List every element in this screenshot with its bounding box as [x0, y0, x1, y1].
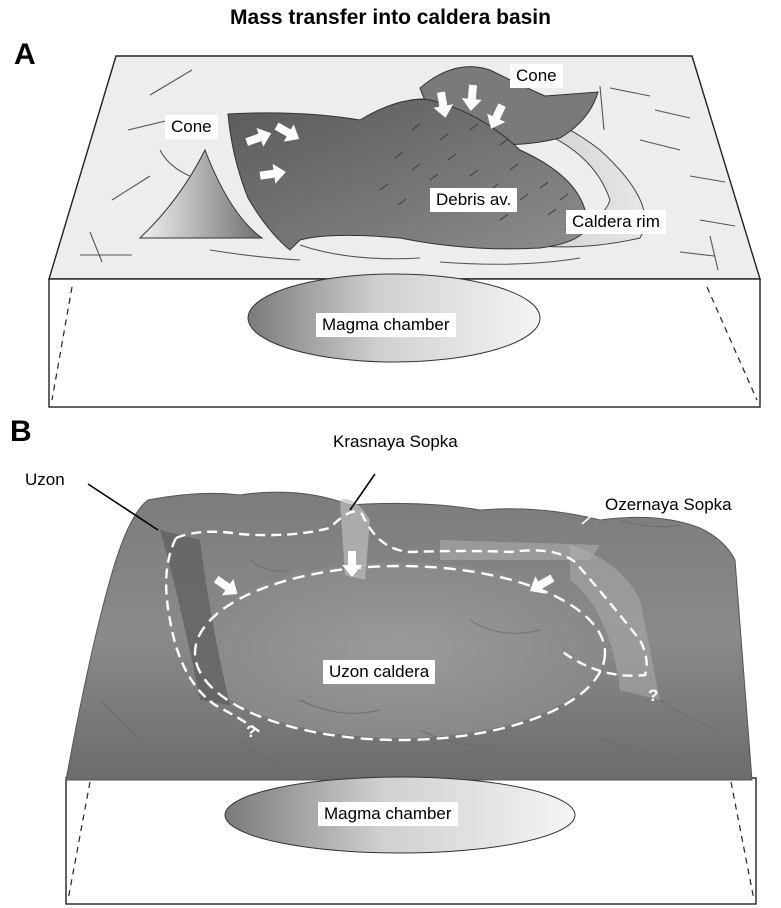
panel-a-letter: A — [14, 38, 36, 72]
cone-left-label: Cone — [165, 115, 218, 139]
magma-chamber-a-label: Magma chamber — [316, 313, 456, 337]
figure-title: Mass transfer into caldera basin — [0, 6, 781, 30]
uzon-label: Uzon — [25, 469, 65, 491]
krasnaya-sopka-label: Krasnaya Sopka — [333, 431, 458, 453]
question-mark-left: ? — [246, 722, 256, 742]
magma-chamber-b-label: Magma chamber — [318, 802, 458, 826]
cone-right-label: Cone — [510, 64, 563, 88]
question-mark-right: ? — [648, 686, 658, 706]
caldera-rim-label: Caldera rim — [566, 210, 666, 234]
panel-b-letter: B — [10, 415, 32, 449]
debris-avalanche-label: Debris av. — [430, 188, 517, 212]
ozernaya-sopka-label: Ozernaya Sopka — [605, 494, 732, 516]
uzon-caldera-label: Uzon caldera — [323, 660, 435, 684]
